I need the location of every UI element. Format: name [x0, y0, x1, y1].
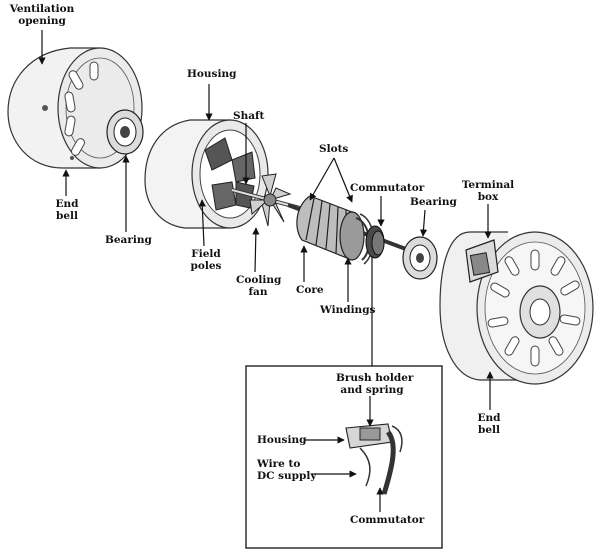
pointer-lines	[38, 30, 494, 512]
housing-field	[144, 119, 269, 229]
label-bearing-left: Bearing	[105, 234, 152, 246]
inset-label-housing: Housing	[257, 434, 307, 446]
armature	[287, 195, 431, 265]
label-shaft: Shaft	[233, 110, 265, 122]
brush-inset-box	[245, 365, 443, 549]
inset-label-commutator: Commutator	[350, 514, 425, 526]
right-end-bell	[439, 231, 594, 385]
label-slots: Slots	[319, 143, 349, 155]
label-bearing-right: Bearing	[410, 196, 457, 208]
label-windings: Windings	[320, 304, 376, 316]
label-core: Core	[296, 284, 324, 296]
right-bearing	[402, 236, 438, 280]
label-housing: Housing	[187, 68, 237, 80]
left-bearing	[106, 109, 144, 155]
label-commutator: Commutator	[350, 182, 425, 194]
